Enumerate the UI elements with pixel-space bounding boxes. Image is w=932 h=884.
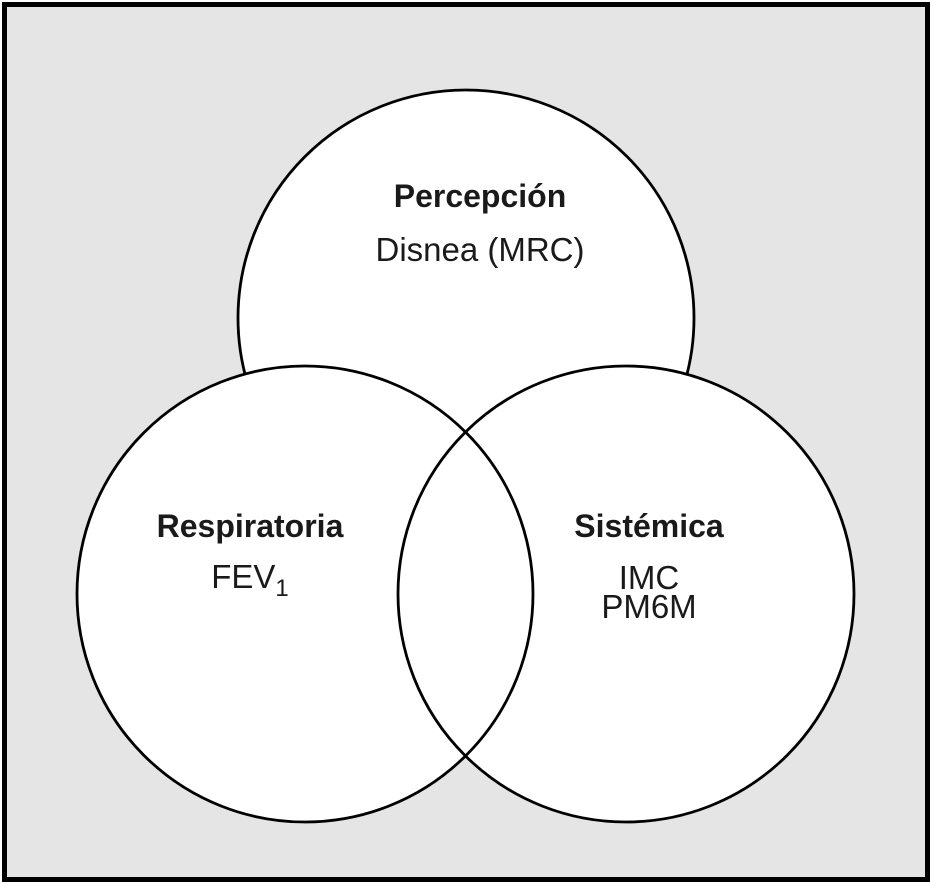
systemic-title: Sistémica (574, 508, 724, 544)
respiratory-measure: FEV1 (100, 558, 400, 603)
perception-measure: Disnea (MRC) (375, 231, 585, 268)
respiratory-circle-fill (77, 366, 533, 822)
respiratory-measure-subscript: 1 (275, 575, 289, 602)
perception-title: Percepción (393, 178, 567, 214)
systemic-measure-imc: IMC (618, 559, 680, 596)
respiratory-circle (75, 364, 535, 824)
systemic-circle (396, 364, 856, 824)
systemic-measures: IMC PM6M (499, 559, 799, 625)
systemic-measure-pm6m: PM6M (601, 588, 697, 625)
respiratory-title: Respiratoria (156, 508, 344, 544)
respiratory-measure-base: FEV (211, 558, 276, 595)
systemic-circle-fill (398, 366, 854, 822)
